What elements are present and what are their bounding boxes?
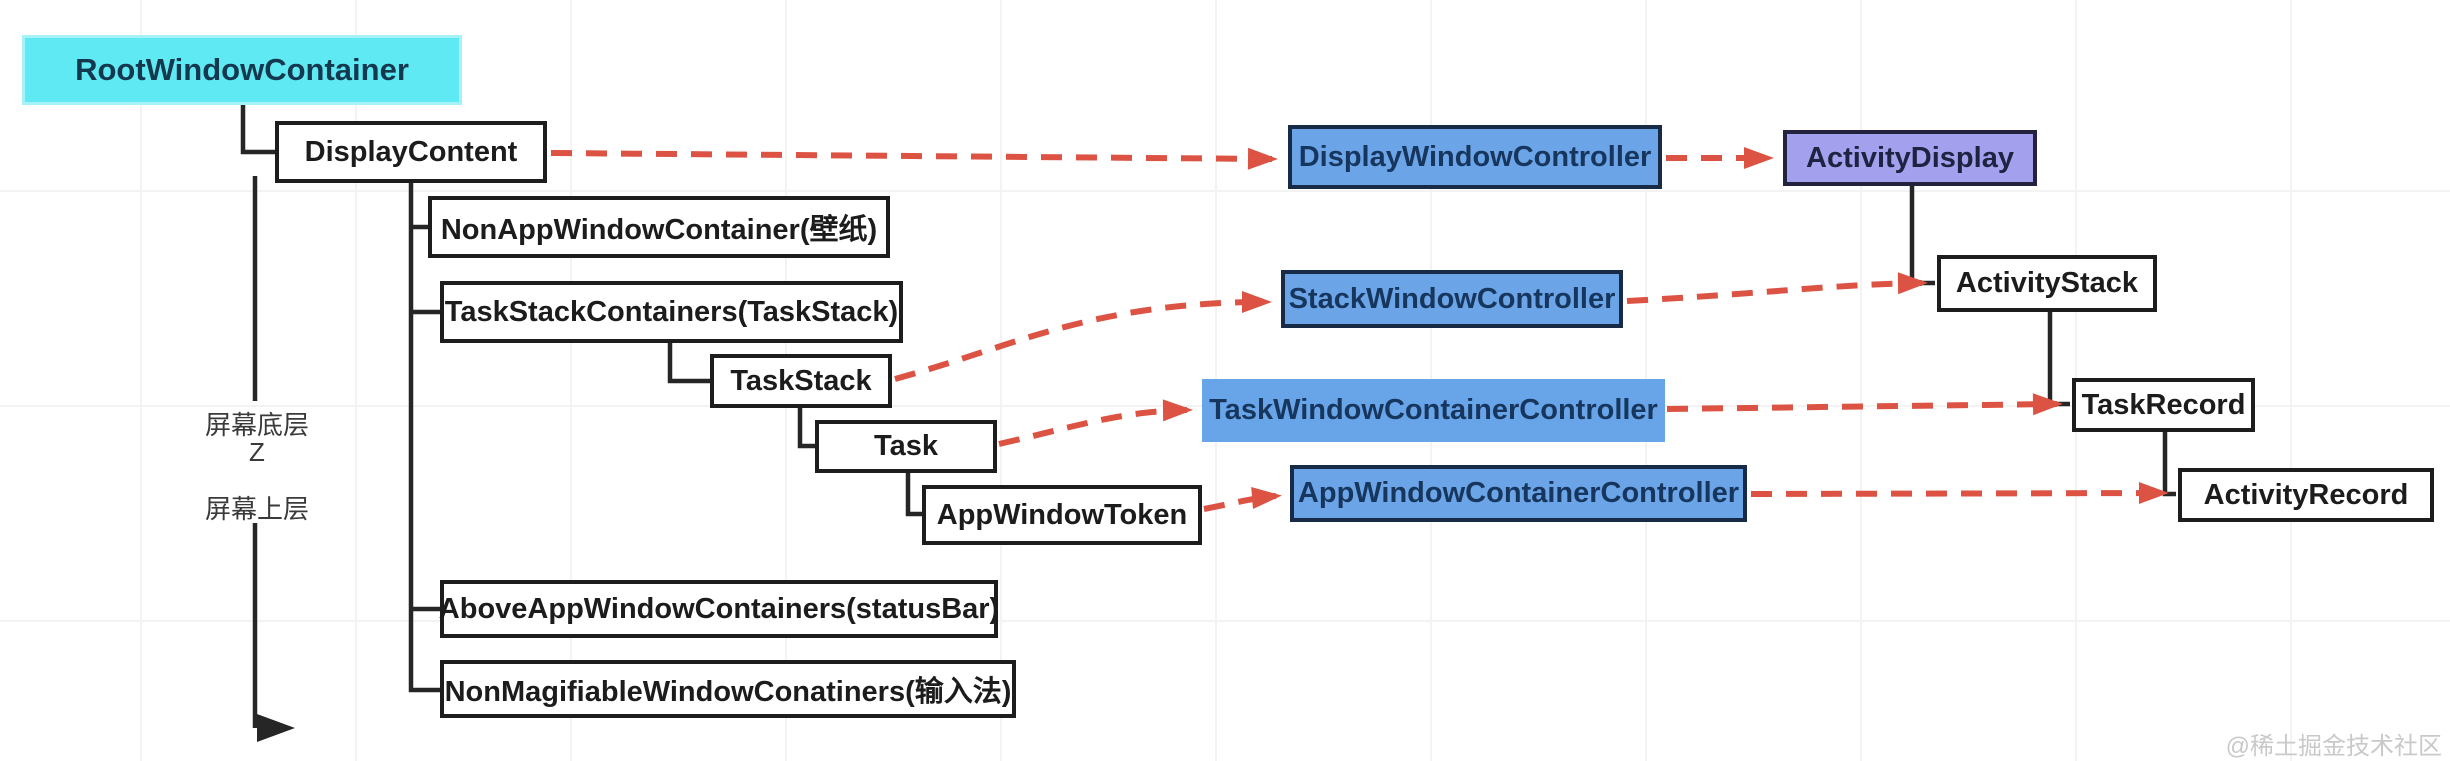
edge-d-twcc-taskrecord <box>1666 393 2063 416</box>
watermark: @稀土掘金技术社区 <box>2225 733 2442 760</box>
node-task-window-container-controller: TaskWindowContainerController <box>1202 379 1665 442</box>
edge-d-taskstack-swc <box>894 291 1272 382</box>
side-label-z-order-top: 屏幕底层 <box>204 410 310 440</box>
node-task-stack: TaskStack <box>710 354 892 408</box>
node-above-app-window-containers: AboveAppWindowContainers(statusBar) <box>439 580 999 638</box>
node-root-window-container: RootWindowContainer <box>22 35 462 105</box>
node-activity-record: ActivityRecord <box>2178 468 2434 522</box>
edge-d-displaycontent-dwc <box>550 147 1278 170</box>
node-stack-window-controller: StackWindowController <box>1281 270 1623 328</box>
node-app-window-token: AppWindowToken <box>922 485 1202 545</box>
edge-d-swc-activitystack <box>1626 272 1928 304</box>
node-task: Task <box>815 420 997 473</box>
node-task-record: TaskRecord <box>2072 378 2255 432</box>
edge-e-root-displaycontent <box>240 105 275 155</box>
edge-e-displaycontent-trunk <box>408 183 440 693</box>
node-non-magifiable-window-conatiners: NonMagifiableWindowConatiners(输入法) <box>440 660 1016 718</box>
node-task-stack-containers: TaskStackContainers(TaskStack) <box>440 281 903 343</box>
side-label-z-order-letter: Z <box>249 437 265 467</box>
node-display-window-controller: DisplayWindowController <box>1288 125 1662 189</box>
edge-e-taskstackcont-taskstack <box>667 343 710 384</box>
node-activity-display: ActivityDisplay <box>1783 130 2037 186</box>
node-app-window-container-controller: AppWindowContainerController <box>1290 465 1747 522</box>
node-non-app-window-container: NonAppWindowContainer(壁纸) <box>428 196 890 258</box>
side-label-z-order-bottom: 屏幕上层 <box>204 494 310 524</box>
edge-e-task-appwindowtoken <box>905 473 922 517</box>
edge-d-awt-awcc <box>1203 487 1282 512</box>
node-activity-stack: ActivityStack <box>1937 255 2157 312</box>
node-display-content: DisplayContent <box>275 121 547 183</box>
edge-e-taskstack-task <box>797 408 815 449</box>
